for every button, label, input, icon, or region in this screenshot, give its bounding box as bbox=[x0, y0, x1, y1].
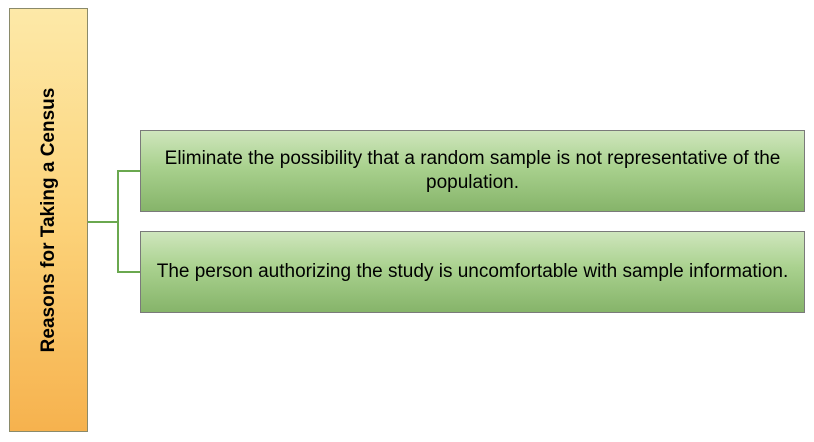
connector-vertical-trunk bbox=[117, 170, 119, 272]
connector-root-stem bbox=[88, 221, 118, 223]
child-node-2: The person authorizing the study is unco… bbox=[140, 231, 805, 313]
child-node-1: Eliminate the possibility that a random … bbox=[140, 130, 805, 212]
root-node-label: Reasons for Taking a Census bbox=[37, 87, 59, 353]
child-node-1-text: Eliminate the possibility that a random … bbox=[164, 148, 781, 193]
child-node-2-text: The person authorizing the study is unco… bbox=[156, 261, 789, 282]
connector-branch-2 bbox=[117, 271, 141, 273]
connector-branch-1 bbox=[117, 170, 141, 172]
root-node: Reasons for Taking a Census bbox=[9, 8, 88, 432]
